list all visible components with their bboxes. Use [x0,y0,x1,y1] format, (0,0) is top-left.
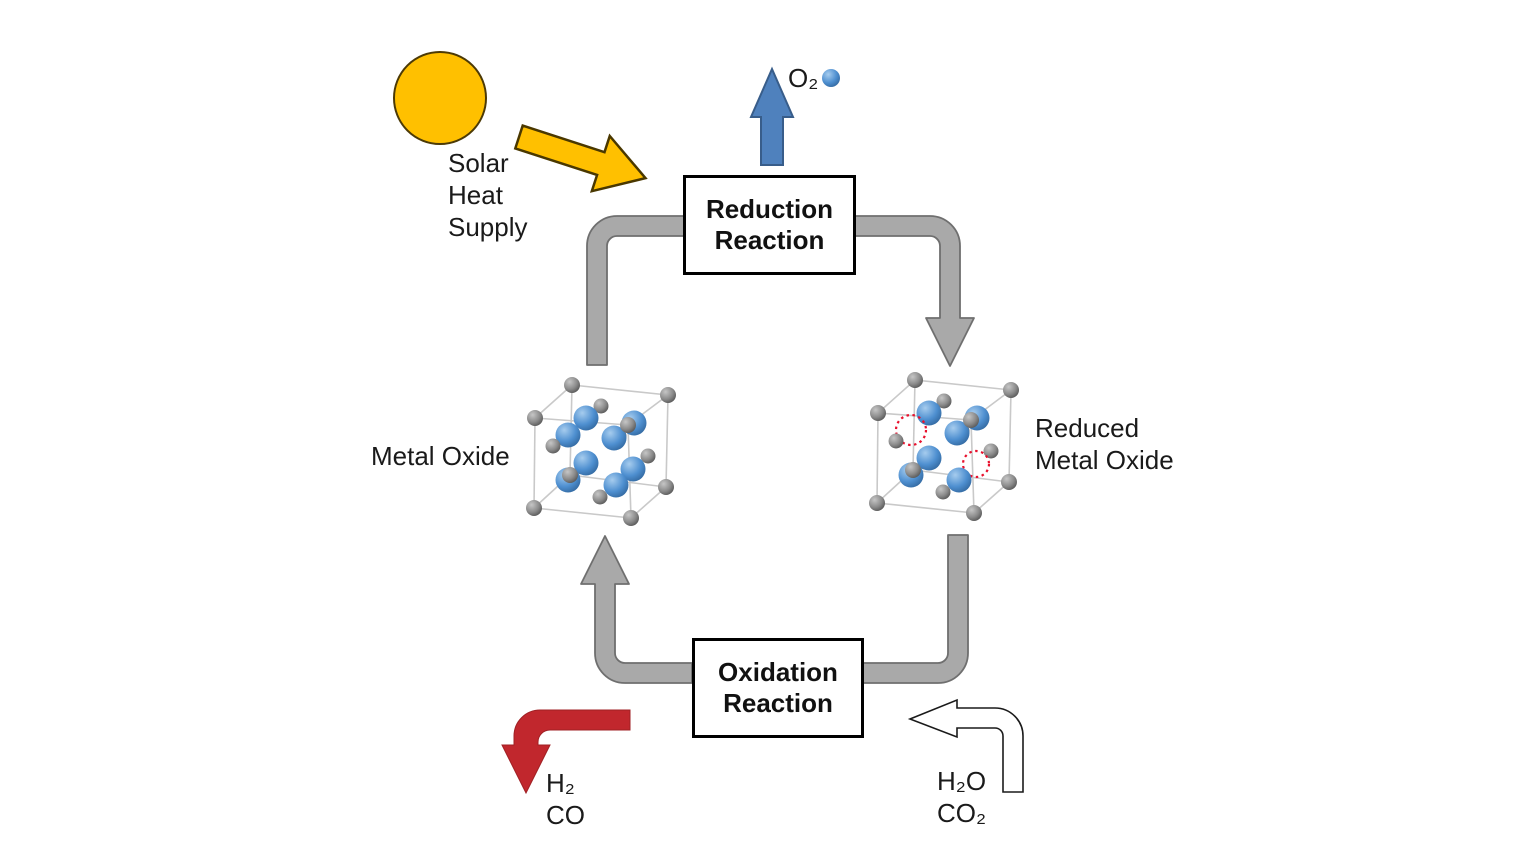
lattice-edge [912,379,916,471]
oxidation-box-line: Oxidation [718,657,838,687]
reduction-box-line: Reaction [714,225,825,255]
reduced-metal-oxide-label: Reduced Metal Oxide [1035,412,1174,476]
reduction-reaction-box: Reduction Reaction [683,175,856,275]
metal-atom [562,467,578,483]
oxygen-atom [946,467,972,493]
crystal-structures [526,372,1019,526]
oxygen-vacancy [894,413,928,447]
metal-atom [526,500,542,516]
lattice-edge [876,412,879,504]
oxidizer-inputs-label: H₂O CO₂ [937,765,986,829]
oxygen-atom [603,472,629,498]
o2-label: O₂ [788,63,819,93]
solar-label-line: Solar [448,148,509,178]
solar-label-line: Heat [448,180,503,210]
metal-oxide-label: Metal Oxide [371,441,510,471]
metal-atom [564,377,580,393]
metal-atom [592,489,608,505]
metal-atom [620,417,636,433]
oxidation-box-line: Reaction [723,688,833,718]
lattice-edge [877,379,916,414]
metal-atom [869,495,885,511]
pipe-oxidation-to-metal-oxide-arrow [580,535,693,684]
solar-heat-supply-label: Solar Heat Supply [448,147,528,243]
fuel-label-line: H₂ [546,768,575,798]
reduced-label-line: Metal Oxide [1035,445,1174,475]
pipe-reduced-oxide-to-oxidation [862,534,969,684]
oxygen-atom [620,456,646,482]
solar-label-line: Supply [448,212,528,242]
metal-atom [640,448,656,464]
lattice-edge [534,384,573,419]
lattice-edge [571,384,669,396]
metal-atom [527,410,543,426]
solar-heat-arrow-icon [513,124,648,193]
oxygen-atom [573,450,599,476]
metal-atom [623,510,639,526]
o2-release-arrow-icon [749,66,795,166]
oxidizer-label-line: CO₂ [937,798,987,828]
sun-icon [393,51,487,145]
oxygen-atom [916,400,942,426]
metal-atom [545,438,561,454]
oxygen-vacancy [961,449,991,479]
metal-atom [907,372,923,388]
metal-atom [870,405,886,421]
oxygen-atom [944,420,970,446]
oxygen-atom [555,422,581,448]
fuel-products-label: H₂ CO [546,767,585,831]
fuel-label-line: CO [546,800,585,830]
metal-atom [658,479,674,495]
metal-atom [1001,474,1017,490]
lattice-edge [533,417,536,509]
lattice-edge [914,379,1012,391]
oxygen-atom [573,405,599,431]
metal-atom [936,393,952,409]
oxidizer-label-line: H₂O [937,766,987,796]
reduction-box-line: Reduction [705,194,834,224]
metal-oxide-crystal [526,377,676,526]
lattice-edge [970,419,975,514]
lattice-edge [665,394,669,488]
lattice-edge [876,502,975,514]
reduced-label-line: Reduced [1035,413,1140,443]
metal-atom [888,433,904,449]
metal-atom [593,398,609,414]
metal-atom [905,462,921,478]
reduced-metal-oxide-crystal [869,372,1019,521]
lattice-edge [1008,389,1012,483]
metal-atom [935,484,951,500]
metal-atom [963,412,979,428]
pipe-metal-oxide-to-reduction [586,215,685,366]
steam-input-arrow-icon [907,698,1024,793]
metal-atom [966,505,982,521]
metal-atom [983,443,999,459]
metal-atom [660,387,676,403]
pipe-reduction-to-reduced-oxide-arrow [853,215,975,367]
oxygen-atom [601,425,627,451]
fuel-output-arrow-icon [501,709,631,795]
o2-molecule-icon [822,69,840,87]
lattice-edge [533,507,632,519]
metal-atom [1003,382,1019,398]
oxygen-atom [916,445,942,471]
oxidation-reaction-box: Oxidation Reaction [692,638,864,738]
